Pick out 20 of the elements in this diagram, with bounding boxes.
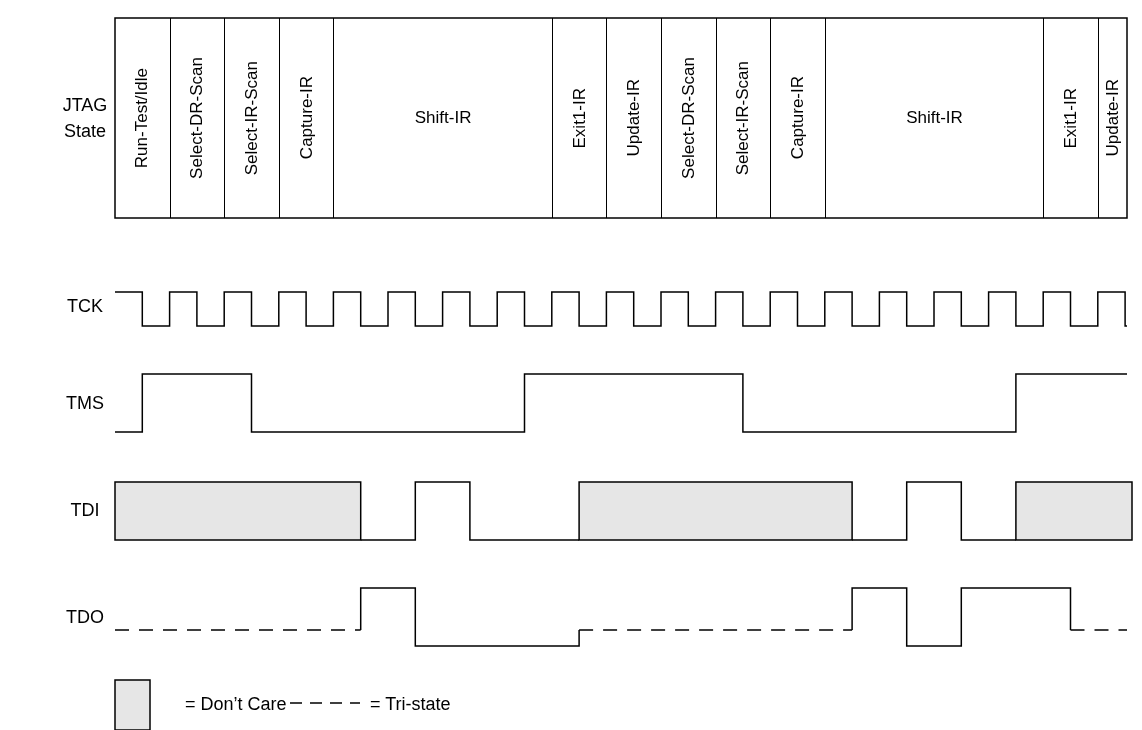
state-cell: Capture-IR: [278, 18, 334, 218]
legend-label: = Don’t Care: [185, 694, 287, 715]
legend-label: = Tri-state: [370, 694, 451, 715]
state-cell: Capture-IR: [770, 18, 825, 218]
signal-name: JTAG State: [61, 94, 109, 143]
state-cell: Update-IR: [1097, 18, 1127, 218]
state-cell: Select-IR-Scan: [715, 18, 771, 218]
state-cell: Select-DR-Scan: [661, 18, 716, 218]
signal-name: TCK: [66, 296, 104, 317]
state-cell: Exit1-IR: [551, 18, 607, 218]
state-cell: Select-DR-Scan: [169, 18, 225, 218]
signal-name: TDO: [65, 607, 105, 628]
state-cell: Select-IR-Scan: [224, 18, 279, 218]
state-cell: Update-IR: [606, 18, 661, 218]
state-cell: Shift-IR: [333, 18, 552, 218]
state-cell: Exit1-IR: [1043, 18, 1098, 218]
signal-name: TMS: [65, 393, 105, 414]
state-cell: Shift-IR: [824, 18, 1044, 218]
state-cell-text: Run-Test/Idle: [131, 66, 153, 171]
signal-name: TDI: [69, 500, 101, 521]
